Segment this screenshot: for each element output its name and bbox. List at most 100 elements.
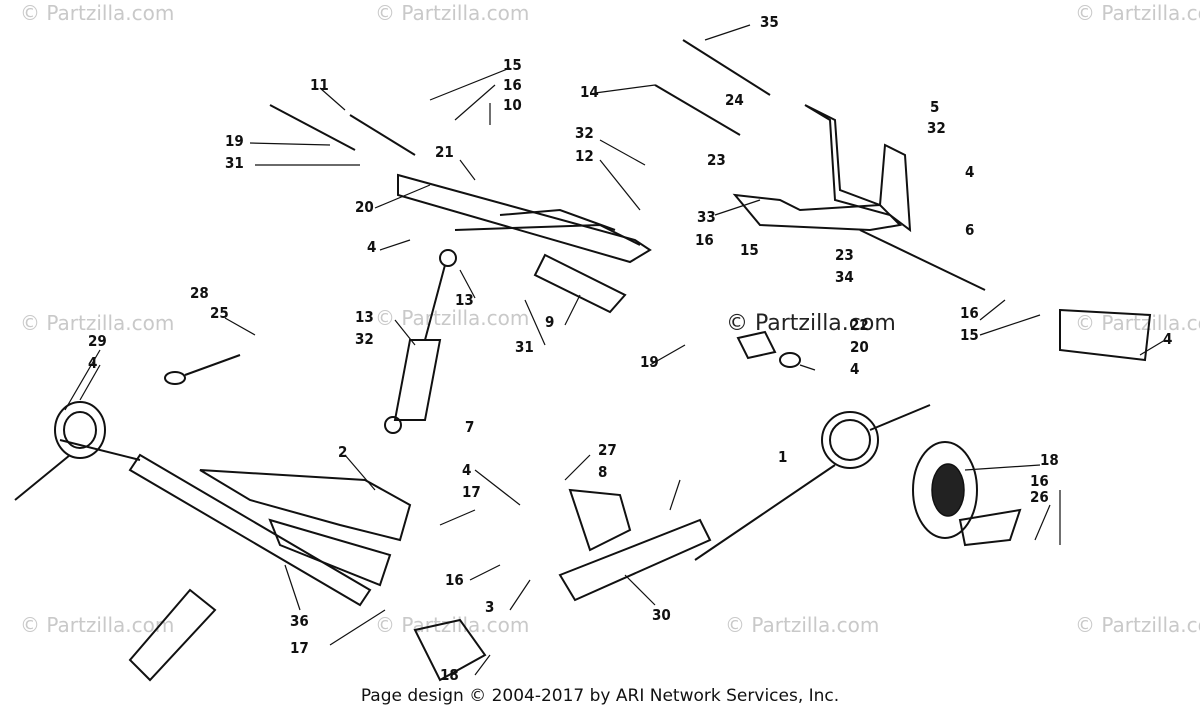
callout-32: 31 xyxy=(515,338,534,356)
callout-4: 28 xyxy=(190,284,209,302)
callout-18: 16 xyxy=(1030,472,1049,490)
watermark: © Partzilla.com xyxy=(20,311,174,335)
shock-eye xyxy=(439,249,457,267)
callout-32: 32 xyxy=(575,124,594,142)
eyebolt-28-shank xyxy=(184,354,241,376)
callout-14: 14 xyxy=(580,83,599,101)
callout-29: 4 xyxy=(88,354,97,372)
callout-17: 26 xyxy=(1030,488,1049,506)
callout-4: 4 xyxy=(850,360,859,378)
plate-22 xyxy=(736,330,777,360)
callout-10: 10 xyxy=(503,96,522,114)
callout-16: 16 xyxy=(503,76,522,94)
rear-axle xyxy=(397,173,652,264)
callout-20: 20 xyxy=(850,338,869,356)
callout-30: 36 xyxy=(290,612,309,630)
callout-36: 17 xyxy=(290,639,309,657)
callout-13: 32 xyxy=(355,330,374,348)
copyright-footer: Page design © 2004-2017 by ARI Network S… xyxy=(360,686,840,706)
shaft-19-lower xyxy=(59,439,141,461)
spring-7-leg xyxy=(694,464,836,561)
front-arm-33 xyxy=(732,193,903,232)
watermark: © Partzilla.com xyxy=(375,1,529,25)
callout-20: 20 xyxy=(355,198,374,216)
callout-labels: 35 15 16 10 11 14 24 5 32 19 31 21 32 12… xyxy=(88,13,1172,684)
callout-26: 16 xyxy=(445,571,464,589)
idler-wheel-hub xyxy=(931,463,965,517)
callout-23: 23 xyxy=(707,151,726,169)
callout-4: 7 xyxy=(465,418,474,436)
watermarks: © Partzilla.com © Partzilla.com © Partzi… xyxy=(20,1,1200,637)
callout-16: 16 xyxy=(695,231,714,249)
callout-31: 31 xyxy=(225,154,244,172)
callout-33: 33 xyxy=(697,208,716,226)
callout-13: 13 xyxy=(455,291,474,309)
shock-body xyxy=(533,253,627,314)
callout-23: 23 xyxy=(835,246,854,264)
callout-17: 18 xyxy=(440,666,459,684)
shock-eye-lower xyxy=(384,416,402,434)
shock-rod xyxy=(424,264,446,341)
callout-34: 34 xyxy=(835,268,854,286)
spring-29-leg xyxy=(14,454,71,501)
callout-19: 19 xyxy=(225,132,244,150)
callout-3: 30 xyxy=(652,606,671,624)
callout-15: 15 xyxy=(740,241,759,259)
front-axle-tube xyxy=(128,453,372,607)
rail-bracket-3 xyxy=(568,488,632,552)
callout-9: 9 xyxy=(545,313,554,331)
bracket-17 xyxy=(413,618,487,682)
callout-5: 5 xyxy=(930,98,939,116)
callout-4: 4 xyxy=(367,238,376,256)
callout-16: 16 xyxy=(960,304,979,322)
shaft-19 xyxy=(269,104,356,151)
callout-1: 2 xyxy=(338,443,347,461)
callout-27: 8 xyxy=(598,463,607,481)
watermark: © Partzilla.com xyxy=(1075,1,1200,25)
callout-6: 6 xyxy=(965,221,974,239)
link-30 xyxy=(128,588,217,682)
callout-12: 12 xyxy=(575,147,594,165)
spring-7-coil-inner xyxy=(829,419,871,461)
front-arm-brace xyxy=(268,518,392,587)
shock-absorber xyxy=(393,339,442,421)
bushing-6 xyxy=(859,229,986,291)
callout-11: 11 xyxy=(310,76,329,94)
block-18 xyxy=(958,508,1022,547)
rear-arm-brace-2 xyxy=(499,208,616,231)
front-bracket xyxy=(804,104,912,233)
idler-wheel xyxy=(912,441,978,539)
callout-7: 1 xyxy=(778,448,787,466)
callout-32: 32 xyxy=(927,119,946,137)
part-drawings xyxy=(14,39,1152,682)
bolt-14 xyxy=(654,84,741,136)
callout-8: 18 xyxy=(1040,451,1059,469)
callout-35: 35 xyxy=(760,13,779,31)
rail-bracket-right xyxy=(1059,308,1152,362)
callout-22: 22 xyxy=(850,316,869,334)
bolt-35 xyxy=(682,39,771,96)
watermark: © Partzilla.com xyxy=(375,613,529,637)
callout-15: 15 xyxy=(960,326,979,344)
callout-15: 15 xyxy=(503,56,522,74)
callout-16: 17 xyxy=(462,483,481,501)
callout-4: 27 xyxy=(598,441,617,459)
callout-21: 21 xyxy=(435,143,454,161)
slide-rail xyxy=(558,518,712,602)
watermark: © Partzilla.com xyxy=(375,306,529,330)
washer-20 xyxy=(779,352,801,368)
eyebolt-28 xyxy=(164,371,186,385)
watermark: © Partzilla.com xyxy=(20,1,174,25)
spring-29-coil-inner xyxy=(63,411,97,449)
watermark-center: © Partzilla.com xyxy=(726,311,896,336)
watermark: © Partzilla.com xyxy=(1075,613,1200,637)
callout-4: 4 xyxy=(1163,330,1172,348)
spring-7-coil xyxy=(821,411,879,469)
watermark: © Partzilla.com xyxy=(725,613,879,637)
bolt-11 xyxy=(349,114,416,156)
callout-16: 3 xyxy=(485,598,494,616)
watermark: © Partzilla.com xyxy=(20,613,174,637)
leader-lines xyxy=(64,24,1166,676)
callout-25: 13 xyxy=(355,308,374,326)
